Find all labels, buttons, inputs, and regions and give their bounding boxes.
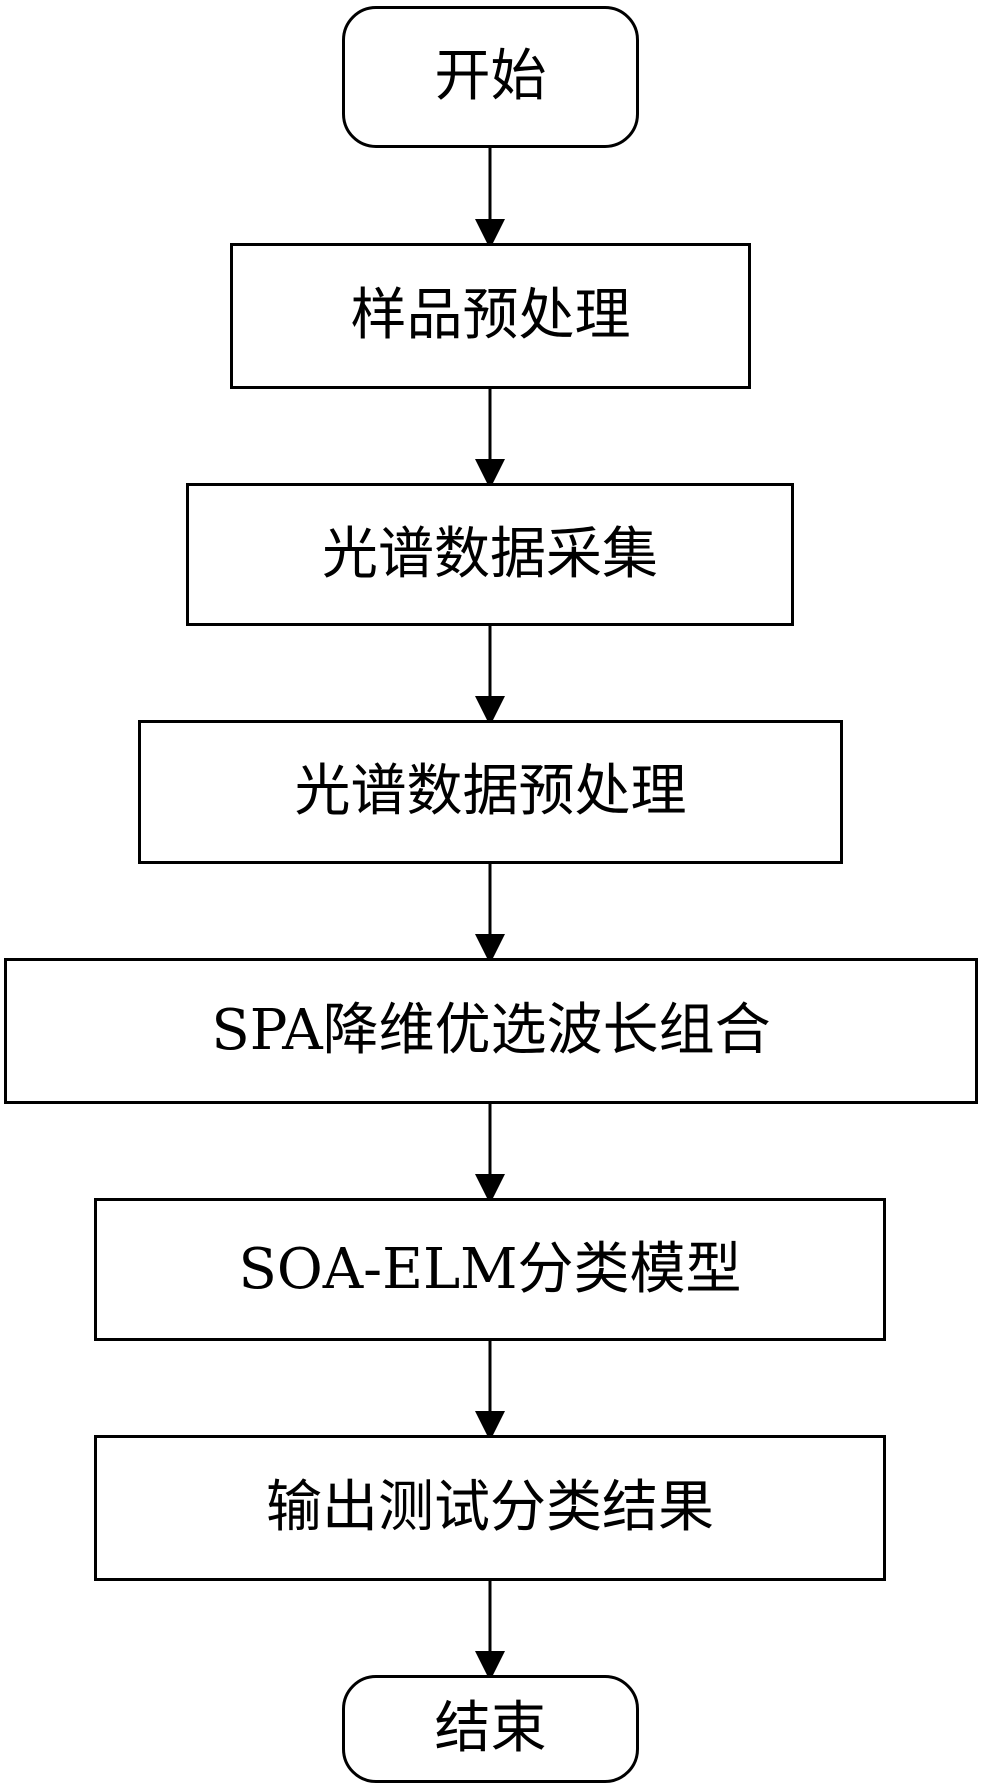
spa-selection-label: SPA降维优选波长组合 bbox=[211, 998, 771, 1063]
sample-preprocess-node: 样品预处理 bbox=[230, 243, 751, 389]
soa-elm-model-node: SOA-ELM分类模型 bbox=[94, 1198, 886, 1341]
start-node: 开始 bbox=[342, 6, 639, 148]
output-results-label: 输出测试分类结果 bbox=[266, 1475, 714, 1540]
spectral-acquisition-label: 光谱数据采集 bbox=[322, 521, 658, 587]
soa-elm-model-label: SOA-ELM分类模型 bbox=[238, 1236, 742, 1302]
end-node: 结束 bbox=[342, 1675, 639, 1783]
output-results-node: 输出测试分类结果 bbox=[94, 1435, 886, 1581]
end-label: 结束 bbox=[434, 1696, 547, 1761]
spectral-preprocess-node: 光谱数据预处理 bbox=[138, 720, 843, 864]
spectral-preprocess-label: 光谱数据预处理 bbox=[294, 759, 687, 824]
spa-selection-node: SPA降维优选波长组合 bbox=[4, 958, 978, 1104]
sample-preprocess-label: 样品预处理 bbox=[350, 283, 631, 348]
spectral-acquisition-node: 光谱数据采集 bbox=[186, 483, 794, 626]
start-label: 开始 bbox=[434, 44, 547, 109]
